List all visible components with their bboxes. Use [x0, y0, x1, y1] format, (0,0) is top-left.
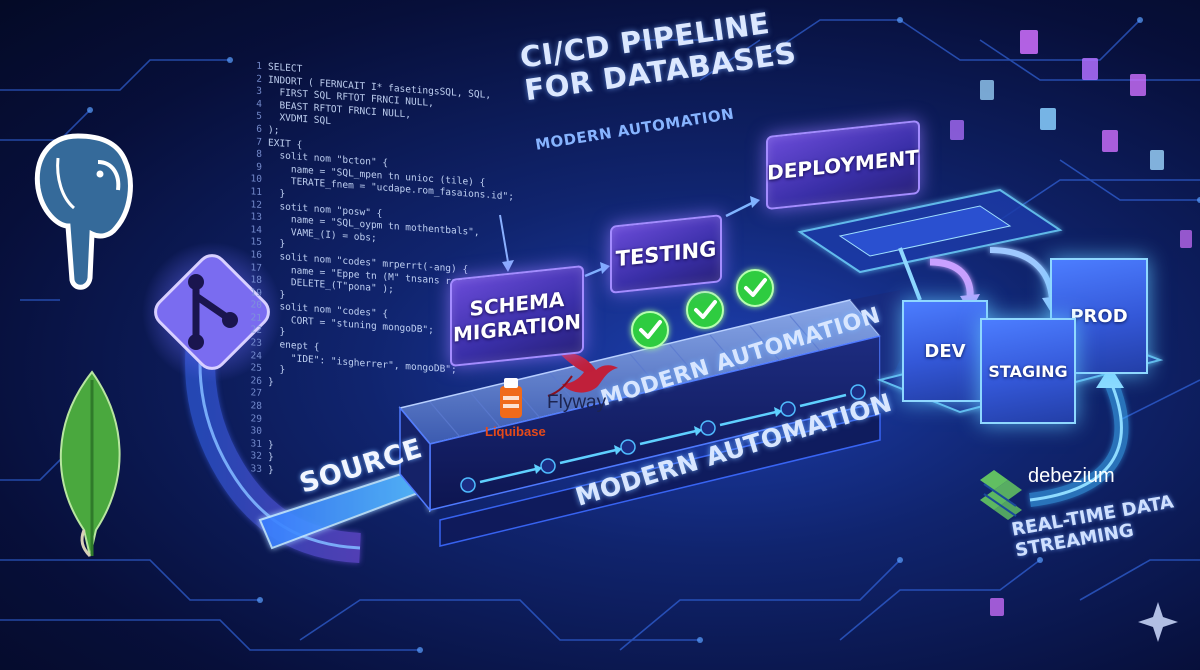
code-line-text: } [268, 464, 274, 476]
sparkle-icon [1138, 602, 1178, 642]
code-line-text: } [268, 237, 286, 250]
code-line-text: } [268, 376, 274, 388]
check-icon [631, 311, 669, 349]
postgresql-elephant-icon [34, 133, 133, 290]
env-prod-label: PROD [1070, 305, 1128, 327]
code-line-text: } [268, 451, 274, 464]
code-line-text: } [268, 325, 286, 339]
flyway-bird-icon [547, 352, 618, 397]
git-icon [142, 242, 282, 382]
env-staging-label: STAGING [988, 361, 1068, 381]
code-line-number: 33 [250, 463, 262, 476]
liquibase-label: Liquibase [485, 424, 546, 439]
mongodb-leaf-icon [59, 370, 121, 558]
deployment-router [797, 188, 1063, 314]
stage-deployment-label: DEPLOYMENT [767, 145, 919, 185]
check-marks [631, 269, 774, 349]
env-dev-label: DEV [924, 340, 966, 362]
document-icons [950, 30, 1192, 616]
code-line-text: } [268, 439, 274, 451]
debezium-icon [980, 470, 1022, 520]
liquibase-bottle-icon [500, 378, 522, 418]
code-line-text: } [268, 187, 286, 200]
stage-schema-migration: SCHEMA MIGRATION [450, 264, 584, 368]
flyway-label: Flyway [547, 392, 607, 413]
check-icon [736, 269, 774, 307]
code-line-text: } [268, 363, 286, 376]
code-line-text: } [268, 288, 286, 301]
stage-testing: TESTING [610, 214, 722, 294]
env-dev: DEV [902, 300, 988, 402]
debezium-label: debezium [1028, 465, 1115, 487]
stage-testing-label: TESTING [615, 236, 717, 272]
env-staging: STAGING [980, 318, 1076, 424]
check-icon [686, 291, 724, 329]
code-line-text: ); [268, 124, 280, 137]
